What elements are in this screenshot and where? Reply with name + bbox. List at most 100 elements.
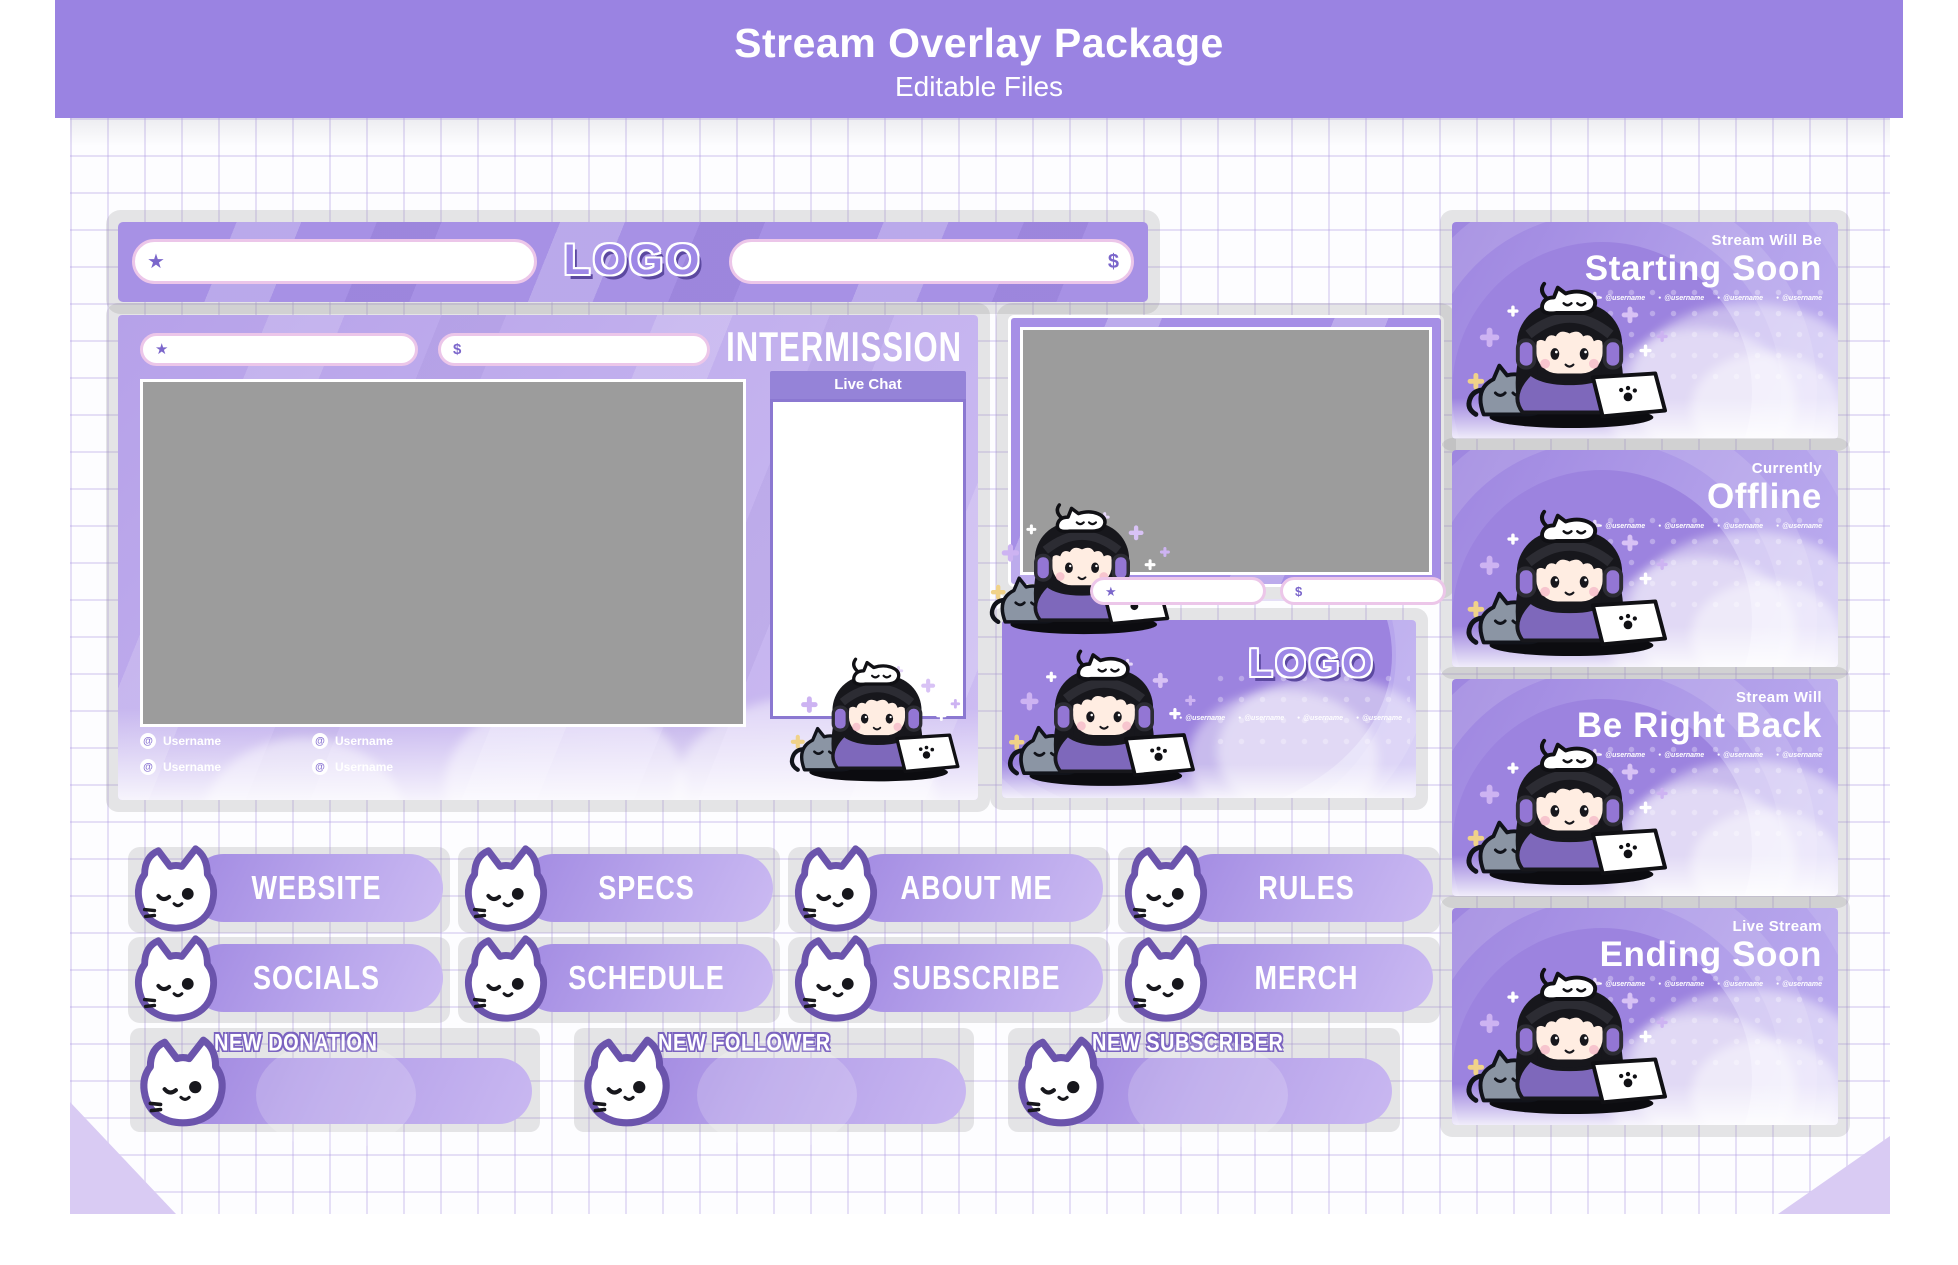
screen-be-right-back: Stream Will Be Right Back ●@username ●@u…	[1452, 679, 1838, 896]
button-label: MERCH	[1254, 958, 1359, 997]
handle-label: @username	[1723, 751, 1764, 759]
donation-goal-field[interactable]: $	[438, 333, 710, 366]
star-icon: ★	[1105, 583, 1117, 599]
donation-goal-field[interactable]: $	[1280, 577, 1446, 605]
social-handle: ●@username	[1599, 981, 1645, 988]
logo-text: LOGO	[1248, 642, 1376, 685]
dot-icon: ●	[1599, 751, 1603, 758]
panel-button-subscribe[interactable]: SUBSCRIBE	[788, 937, 1110, 1023]
username-label: Username	[335, 734, 394, 748]
button-label: SUBSCRIBE	[892, 958, 1061, 997]
streamer-illustration	[986, 496, 1178, 636]
handle-label: @username	[1605, 980, 1646, 988]
screen-title: Starting Soon	[1584, 249, 1822, 288]
handle-label: @username	[1664, 522, 1705, 530]
panel-button-socials[interactable]: SOCIALS	[128, 937, 450, 1023]
panel-button-rules[interactable]: RULES	[1118, 847, 1440, 933]
cat-icon	[456, 839, 556, 937]
social-handle: ●@username	[1658, 295, 1704, 302]
screen-pretitle: Stream Will	[1736, 689, 1822, 706]
alert-new-donation: NEW DONATION	[130, 1028, 540, 1151]
page-title: Stream Overlay Package	[734, 20, 1224, 66]
handle-label: @username	[1605, 522, 1646, 530]
recent-donation-field[interactable]: $	[729, 239, 1134, 284]
handle-label: @username	[1605, 751, 1646, 759]
panel-button-schedule[interactable]: SCHEDULE	[458, 937, 780, 1023]
social-handle: ●@username	[1776, 295, 1822, 302]
username-label: Username	[335, 760, 394, 774]
dot-icon: ●	[1599, 980, 1603, 987]
handle-label: @username	[1782, 294, 1822, 302]
follower-goal-field[interactable]: ★	[140, 333, 418, 366]
social-handle: ●@username	[1717, 523, 1763, 530]
dot-icon: ●	[1238, 715, 1242, 721]
panel-button-about-me[interactable]: ABOUT ME	[788, 847, 1110, 933]
handle-label: @username	[1185, 715, 1226, 722]
cat-icon	[126, 839, 226, 937]
button-label: SCHEDULE	[568, 958, 725, 997]
alert-new-subscriber: NEW SUBSCRIBER	[1008, 1028, 1400, 1151]
panel-button-website[interactable]: WEBSITE	[128, 847, 450, 933]
social-handle: ●@username	[1658, 523, 1704, 530]
panel-button-specs[interactable]: SPECS	[458, 847, 780, 933]
cat-icon	[126, 1030, 240, 1132]
recent-follower-field[interactable]: ★	[132, 239, 537, 284]
screen-starting-soon: Stream Will Be Starting Soon ●@username …	[1452, 222, 1838, 439]
dot-icon: ●	[1599, 522, 1603, 529]
streamer-illustration	[1004, 642, 1204, 788]
username-label: Username	[163, 760, 222, 774]
dollar-icon: $	[1107, 250, 1119, 273]
top-stream-bar: ★ LOGO $	[118, 222, 1148, 302]
cat-icon	[1004, 1030, 1118, 1132]
follower-goal-field[interactable]: ★	[1090, 577, 1266, 605]
social-handles: ●@username ●@username ●@username ●@usern…	[1599, 523, 1822, 530]
alert-label: NEW DONATION	[214, 1030, 378, 1057]
header-banner: Stream Overlay Package Editable Files	[55, 0, 1903, 118]
screen-pretitle: Live Stream	[1732, 918, 1822, 935]
username-item: @ Username	[312, 759, 484, 775]
dot-icon: ●	[1717, 522, 1721, 529]
dot-icon: ●	[1776, 751, 1780, 758]
social-handle: ●@username	[1297, 715, 1343, 722]
username-item: @Username	[140, 733, 312, 749]
button-label: SPECS	[598, 868, 695, 907]
social-handle: ●@username	[1179, 715, 1225, 722]
dot-icon: ●	[1717, 751, 1721, 758]
username-item: @ Username	[312, 733, 484, 749]
alert-label: NEW FOLLOWER	[658, 1030, 831, 1057]
dot-icon: ●	[1776, 980, 1780, 987]
logo-text: LOGO	[563, 236, 703, 284]
dot-icon: ●	[1776, 522, 1780, 529]
cat-icon	[570, 1030, 684, 1132]
dollar-icon: $	[453, 341, 462, 358]
social-handle: ●@username	[1599, 752, 1645, 759]
cat-icon	[786, 929, 886, 1027]
social-icon: @	[312, 759, 328, 775]
screen-offline: Currently Offline ●@username ●@username …	[1452, 450, 1838, 667]
handle-label: @username	[1362, 715, 1402, 722]
panel-button-merch[interactable]: MERCH	[1118, 937, 1440, 1023]
social-icon: @	[312, 733, 328, 749]
dot-icon: ●	[1297, 715, 1301, 721]
dot-icon: ●	[1356, 715, 1360, 721]
page-subtitle: Editable Files	[894, 71, 1064, 102]
cat-icon	[786, 839, 886, 937]
cat-icon	[1116, 839, 1216, 937]
star-icon: ★	[155, 341, 169, 358]
social-handles: ●@username ●@username ●@username ●@usern…	[1179, 715, 1402, 722]
social-handles: ●@username ●@username ●@username ●@usern…	[1599, 981, 1822, 988]
cat-icon	[1116, 929, 1216, 1027]
dot-icon: ●	[1658, 294, 1662, 301]
dollar-icon: $	[1295, 583, 1303, 599]
username-label: Username	[163, 734, 222, 748]
handle-label: @username	[1782, 980, 1822, 988]
social-handle: ●@username	[1717, 295, 1763, 302]
intermission-title: INTERMISSION	[726, 323, 962, 371]
handle-label: @username	[1664, 751, 1705, 759]
dot-icon: ●	[1717, 980, 1721, 987]
corner-triangle-right	[1778, 1136, 1890, 1214]
dot-icon: ●	[1776, 294, 1780, 301]
screen-title: Be Right Back	[1576, 706, 1822, 745]
handle-label: @username	[1723, 522, 1764, 530]
social-handle: ●@username	[1238, 715, 1284, 722]
